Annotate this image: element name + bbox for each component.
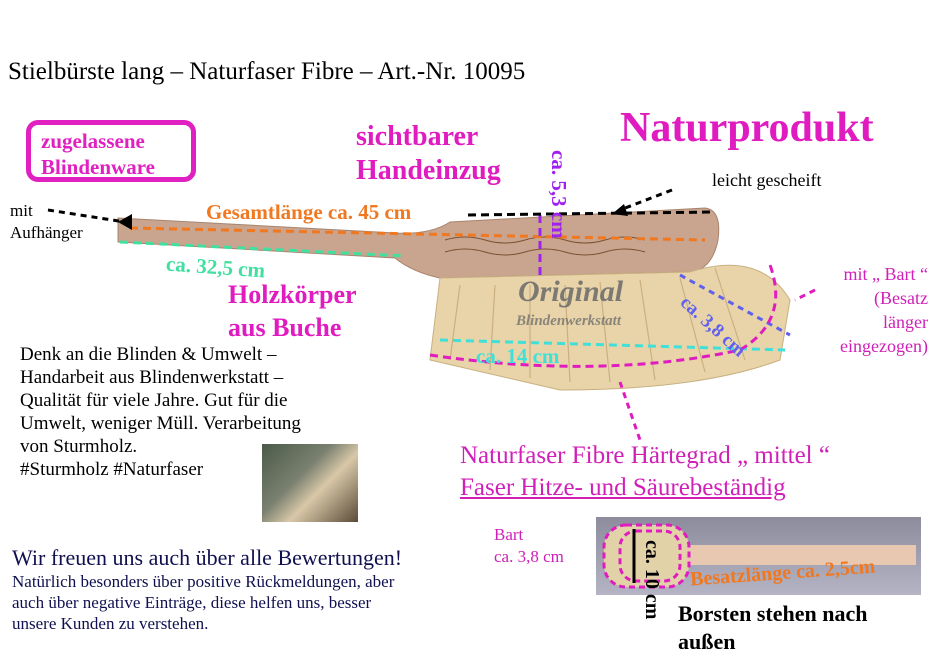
holz-line-1: Holzkörper [228,280,357,309]
denk-line-4: Umwelt, weniger Müll. Verarbeitung [20,413,301,434]
product-title: Stielbürste lang – Naturfaser Fibre – Ar… [8,58,526,85]
denk-line-5: von Sturmholz. [20,436,138,457]
borsten-line-2: außen [678,629,736,654]
watermark-original: Original [518,275,624,308]
denk-line-2: Handarbeit aus Blindenwerkstatt – [20,367,284,388]
borsten-line-1: Borsten stehen nach [678,601,868,626]
aufhaenger-line-2: Aufhänger [10,223,83,242]
aufhaenger-label: mit Aufhänger [10,200,83,244]
gescheift-label: leicht gescheift [712,170,822,190]
badge-line-1: zugelassene [41,129,145,153]
blinden-umwelt-text: Denk an die Blinden & Umwelt – Handarbei… [20,343,380,481]
bart-line-4: eingezogen) [840,336,928,356]
review-request: Wir freuen uns auch über alle Bewertunge… [12,545,402,634]
review-heading: Wir freuen uns auch über alle Bewertunge… [12,545,403,570]
denk-line-6: #Sturmholz #Naturfaser [20,459,204,480]
review-line-2: auch über negative Einträge, diese helfe… [12,593,372,612]
brush-top-photo [596,517,921,595]
denk-line-3: Qualität für viele Jahre. Gut für die [20,390,288,411]
handeinzug-line-1: sichtbarer [356,121,479,152]
bart-bottom-label: Bart ca. 3,8 cm [494,524,564,568]
head-width-10-label: ca. 10 cm [641,540,663,620]
bart2-line-2: ca. 3,8 cm [494,547,564,566]
handeinzug-line-2: Handeinzug [356,155,501,186]
review-line-1: Natürlich besonders über positive Rückme… [12,572,395,591]
faser-line-2: Faser Hitze- und Säurebeständig [460,474,786,501]
denk-line-1: Denk an die Blinden & Umwelt – [20,344,277,365]
head-width-label: ca. 5,3 cm [547,150,571,239]
naturprodukt-headline: Naturprodukt [620,105,874,151]
fiber-info: Naturfaser Fibre Härtegrad „ mittel “ Fa… [460,440,830,504]
head-length-label: ca. 14 cm [476,344,560,368]
bart-line-2: (Besatz [874,288,928,308]
gesamtlaenge-label: Gesamtlänge ca. 45 cm [206,200,412,224]
bart-line-3: länger [883,312,928,332]
sturmholz-photo [262,444,358,522]
bart-line-1: mit „ Bart “ [843,264,928,284]
blindenware-badge: zugelassene Blindenware [26,120,196,182]
aufhaenger-line-1: mit [10,201,33,220]
bart2-line-1: Bart [494,525,524,544]
brush-top-sketch [602,523,916,589]
review-line-3: unsere Kunden zu verstehen. [12,614,209,633]
holzkoerper-label: Holzkörper aus Buche [228,278,357,344]
bart-note: mit „ Bart “ (Besatz länger eingezogen) [760,262,928,358]
holz-line-2: aus Buche [228,313,342,342]
faser-line-1: Naturfaser Fibre Härtegrad „ mittel “ [460,442,830,469]
handeinzug-label: sichtbarer Handeinzug [356,120,501,188]
borsten-note: Borsten stehen nach außen [678,600,867,656]
badge-line-2: Blindenware [41,155,155,179]
watermark-blindenwerkstatt: Blindenwerkstatt [516,313,622,329]
